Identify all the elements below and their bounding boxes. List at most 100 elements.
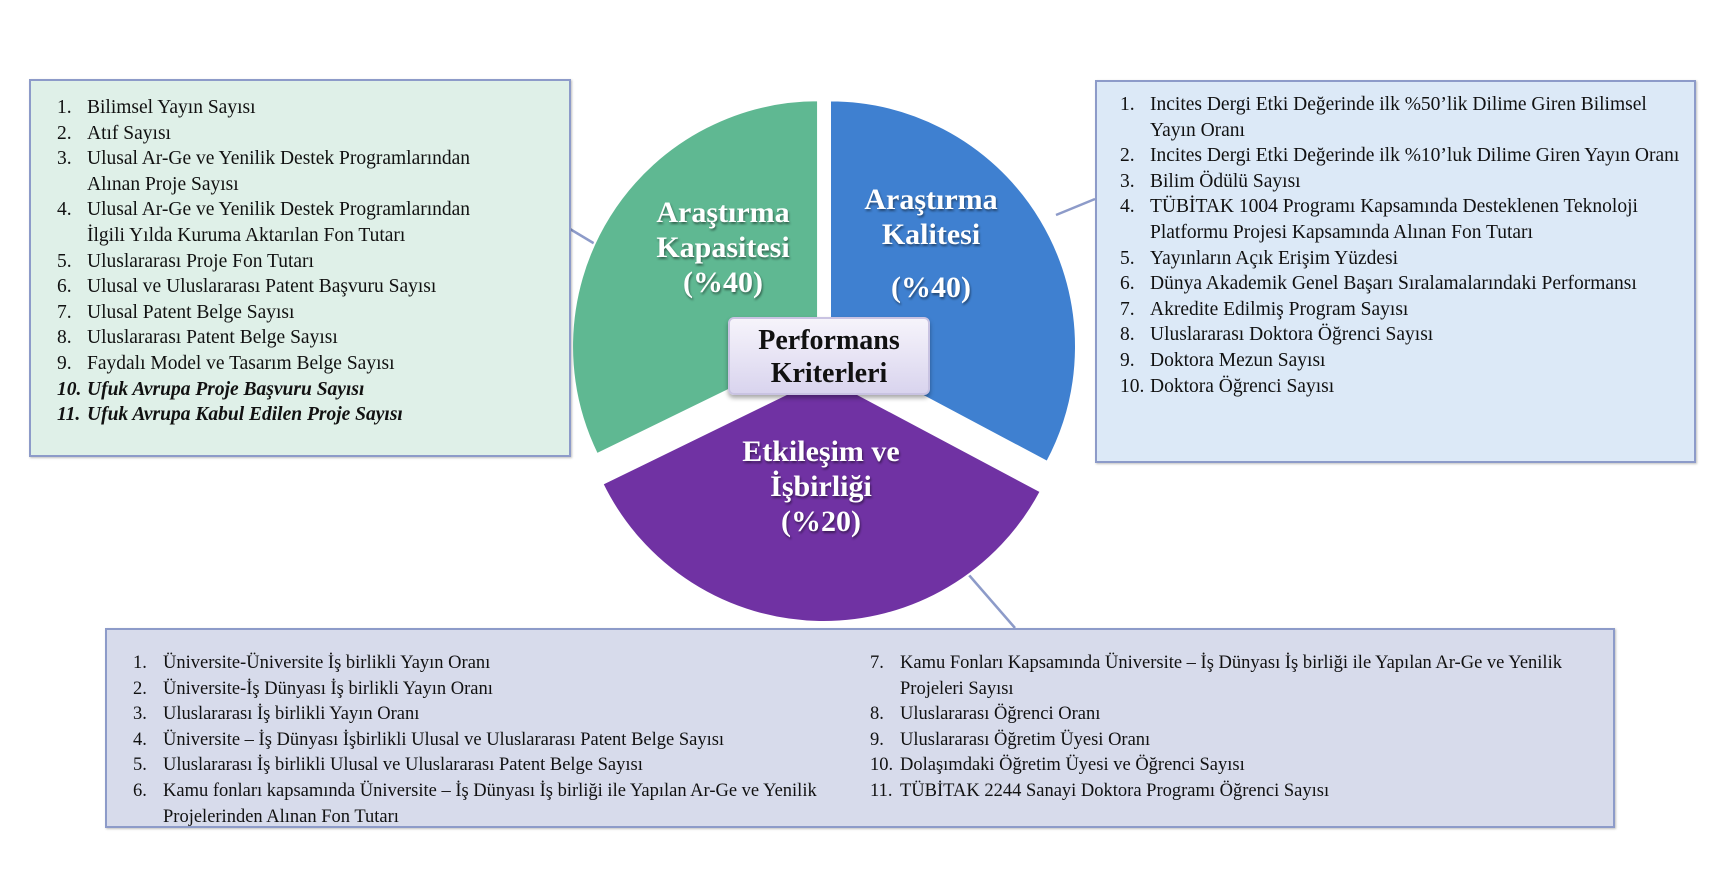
list-item-number: 10. xyxy=(57,378,82,400)
list-item-text: Bilimsel Yayın Sayısı xyxy=(87,97,256,118)
list-item-number: 10. xyxy=(1120,375,1145,397)
list-item-text: Ulusal Ar-Ge ve Yenilik Destek Programla… xyxy=(87,199,471,246)
list-item-text: Akredite Edilmiş Program Sayısı xyxy=(1150,298,1409,320)
list-item-number: 7. xyxy=(57,301,72,323)
segment-quality-weight: (%40) xyxy=(891,271,971,304)
list-item-number: 3. xyxy=(1120,170,1135,192)
list-item-number: 7. xyxy=(1120,298,1135,320)
list-item: 2. Atıf Sayısı xyxy=(57,121,509,147)
list-item: 8. Uluslararası Öğrenci Oranı xyxy=(870,702,1610,728)
list-item: 1. Incites Dergi Etki Değerinde ilk %50’l… xyxy=(1120,92,1694,143)
list-item-text: Ufuk Avrupa Proje Başvuru Sayısı xyxy=(87,378,365,400)
list-item: 6.Ulusal ve Uluslararası Patent Başvuru … xyxy=(57,274,509,300)
segment-interaction-line1: Etkileşim ve xyxy=(742,435,900,468)
list-item: 11. Ufuk Avrupa Kabul Edilen Proje Sayısı xyxy=(57,402,509,428)
list-item-text: Yayınların Açık Erişim Yüzdesi xyxy=(1150,247,1399,269)
list-item: 3. Ulusal Ar-Ge ve Yenilik Destek Program… xyxy=(57,146,509,197)
list-item: 9. Doktora Mezun Sayısı xyxy=(1120,348,1694,374)
list-item-number: 3. xyxy=(133,704,147,725)
segment-interaction-line2: İşbirliği xyxy=(770,470,872,503)
list-item-number: 6. xyxy=(1120,273,1135,295)
list-item-text: Uluslararası Proje Fon Tutarı xyxy=(87,250,314,272)
list-item-text: Uluslararası Öğrenci Oranı xyxy=(900,704,1101,725)
list-item-text: Uluslararası İş birlikli Yayın Oranı xyxy=(163,704,420,725)
list-item: 5. Uluslararası İş birlikli Ulusal ve Ulu… xyxy=(133,753,870,779)
list-item-text: Üniversite-Üniversite İş birlikli Yayın … xyxy=(163,653,491,673)
list-item-text: Doktora Mezun Sayısı xyxy=(1150,349,1326,371)
list-item-number: 5. xyxy=(133,755,147,776)
list-item-number: 9. xyxy=(870,729,884,750)
list-item: 9. Uluslararası Öğretim Üyesi Oranı xyxy=(870,728,1610,754)
list-item-text: Kamu Fonları Kapsamında Üniversite – İş … xyxy=(900,653,1562,699)
center-label-line2: Kriterleri xyxy=(770,358,888,389)
list-item-number: 8. xyxy=(870,704,884,725)
list-item-text: TÜBİTAK 2244 Sanayi Doktora Programı Öğr… xyxy=(900,780,1330,801)
segment-capacity-line1: Araştırma xyxy=(656,196,790,229)
list-item: 3. Bilim Ödülü Sayısı xyxy=(1120,169,1694,195)
interaction-column-1: 1. Üniversite-Üniversite İş birlikli Yayı… xyxy=(133,651,870,827)
list-item-number: 1. xyxy=(57,97,72,118)
list-item-number: 3. xyxy=(57,148,72,170)
list-item-text: Uluslararası Patent Belge Sayısı xyxy=(87,327,338,349)
list-item-number: 9. xyxy=(57,352,72,374)
pie-segment-interaction xyxy=(601,374,1043,623)
list-item-number: 4. xyxy=(57,199,72,221)
list-item-number: 1. xyxy=(133,653,147,673)
list-item-text: Dünya Akademik Genel Başarı Sıralamaları… xyxy=(1150,273,1637,295)
list-item-text: Kamu fonları kapsamında Üniversite – İş … xyxy=(163,780,817,827)
list-item-text: Ulusal Ar-Ge ve Yenilik Destek Programla… xyxy=(87,148,471,195)
list-item-number: 4. xyxy=(133,729,147,750)
list-item-text: Ufuk Avrupa Kabul Edilen Proje Sayısı xyxy=(87,404,403,426)
interaction-column-2: 7. Kamu Fonları Kapsamında Üniversite – İ… xyxy=(870,651,1610,826)
list-item-number: 5. xyxy=(57,250,72,272)
list-item: 4.TÜBİTAK 1004 Programı Kapsamında Deste… xyxy=(1120,194,1694,245)
performance-criteria-label: Performans Kriterleri xyxy=(728,317,930,395)
list-item-number: 11. xyxy=(57,404,81,426)
list-item-number: 8. xyxy=(57,327,72,349)
list-item-number: 5. xyxy=(1120,247,1135,269)
list-item-number: 2. xyxy=(57,122,72,144)
list-item-text: Atıf Sayısı xyxy=(87,122,171,144)
list-item: 4. Üniversite – İş Dünyası İşbirlikli Ulu… xyxy=(133,728,870,754)
list-item: 5. Uluslararası Proje Fon Tutarı xyxy=(57,249,509,275)
list-item-text: Bilim Ödülü Sayısı xyxy=(1150,170,1301,192)
list-item: 10.Doktora Öğrenci Sayısı xyxy=(1120,374,1694,400)
list-item: 6. Kamu fonları kapsamında Üniversite – İ… xyxy=(133,779,870,830)
list-item-number: 11. xyxy=(870,780,893,801)
list-item-text: TÜBİTAK 1004 Programı Kapsamında Destekl… xyxy=(1150,196,1638,243)
quality-criteria-box: 1. Incites Dergi Etki Değerinde ilk %50’l… xyxy=(1095,80,1696,463)
list-item-text: Üniversite-İş Dünyası İş birlikli Yayın … xyxy=(163,678,493,699)
list-item-text: Doktora Öğrenci Sayısı xyxy=(1150,375,1335,397)
list-item: 1. Üniversite-Üniversite İş birlikli Yayı… xyxy=(133,651,870,677)
list-item-text: Incites Dergi Etki Değerinde ilk %50’lik… xyxy=(1150,94,1647,141)
list-item-number: 10. xyxy=(870,755,894,776)
list-item: 4. Ulusal Ar-Ge ve Yenilik Destek Program… xyxy=(57,197,509,248)
list-item-number: 1. xyxy=(1120,94,1135,115)
segment-label-interaction: Etkileşim ve İşbirliği (%20) xyxy=(742,434,900,539)
list-item: 7. Kamu Fonları Kapsamında Üniversite – İ… xyxy=(870,651,1610,702)
list-item: 2.Incites Dergi Etki Değerinde ilk %10’l… xyxy=(1120,143,1694,169)
list-item: 10.Ufuk Avrupa Proje Başvuru Sayısı xyxy=(57,377,509,403)
list-item: 5. Yayınların Açık Erişim Yüzdesi xyxy=(1120,246,1694,272)
connector-line-quality xyxy=(1055,197,1096,217)
list-item-number: 6. xyxy=(133,780,147,801)
list-item-number: 7. xyxy=(870,653,884,673)
list-item-text: Uluslararası Öğretim Üyesi Oranı xyxy=(900,729,1151,750)
segment-capacity-line2: Kapasitesi xyxy=(656,231,790,264)
list-item: 1. Bilimsel Yayın Sayısı xyxy=(57,95,509,121)
list-item-text: Faydalı Model ve Tasarım Belge Sayısı xyxy=(87,352,395,374)
list-item: 3. Uluslararası İş birlikli Yayın Oranı xyxy=(133,702,870,728)
segment-capacity-weight: (%40) xyxy=(683,266,763,299)
list-item-text: Üniversite – İş Dünyası İşbirlikli Ulusa… xyxy=(163,729,725,750)
list-item-text: Incites Dergi Etki Değerinde ilk %10’luk… xyxy=(1150,145,1680,167)
list-item-number: 8. xyxy=(1120,324,1135,346)
list-item-text: Uluslararası Doktora Öğrenci Sayısı xyxy=(1150,324,1434,346)
capacity-criteria-box: 1. Bilimsel Yayın Sayısı 2. Atıf Sayısı 3. Ul… xyxy=(29,79,571,457)
list-item-text: Ulusal Patent Belge Sayısı xyxy=(87,301,295,323)
list-item-number: 9. xyxy=(1120,349,1135,371)
list-item-number: 6. xyxy=(57,276,72,298)
list-item-text: Uluslararası İş birlikli Ulusal ve Ulusl… xyxy=(163,755,643,776)
segment-interaction-weight: (%20) xyxy=(781,505,861,538)
segment-quality-line2: Kalitesi xyxy=(881,218,981,251)
interaction-criteria-box: 1. Üniversite-Üniversite İş birlikli Yayı… xyxy=(105,628,1615,828)
